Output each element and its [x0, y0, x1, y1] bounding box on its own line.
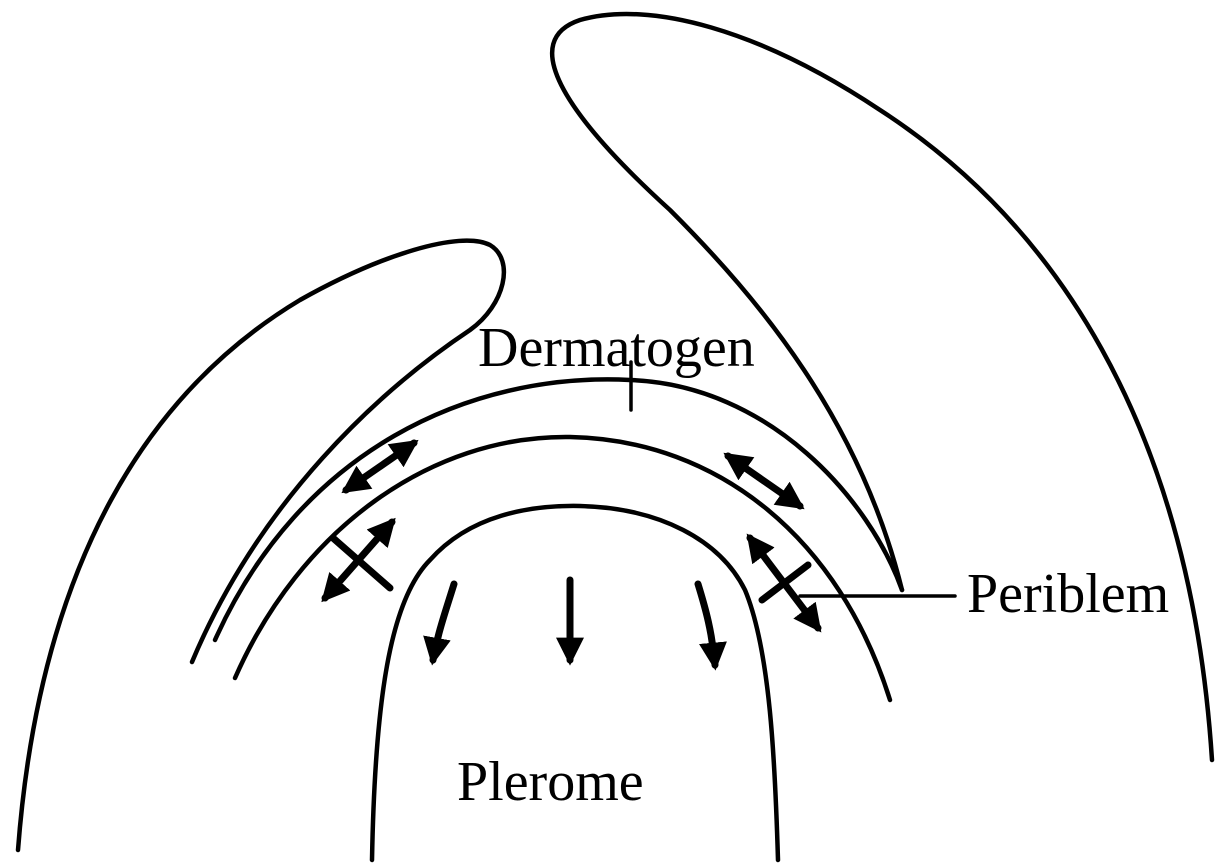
right-leaf-primordium — [552, 14, 1212, 760]
periblem-label: Periblem — [967, 563, 1169, 625]
left-leaf-primordium — [18, 241, 504, 850]
dermatogen-label: Dermatogen — [478, 317, 755, 379]
plerome-arrow-left — [433, 584, 454, 660]
plerome-arrow-right — [698, 584, 715, 665]
dermatogen-growth-arrow-right — [728, 456, 800, 506]
plerome-label: Plerome — [457, 751, 644, 813]
